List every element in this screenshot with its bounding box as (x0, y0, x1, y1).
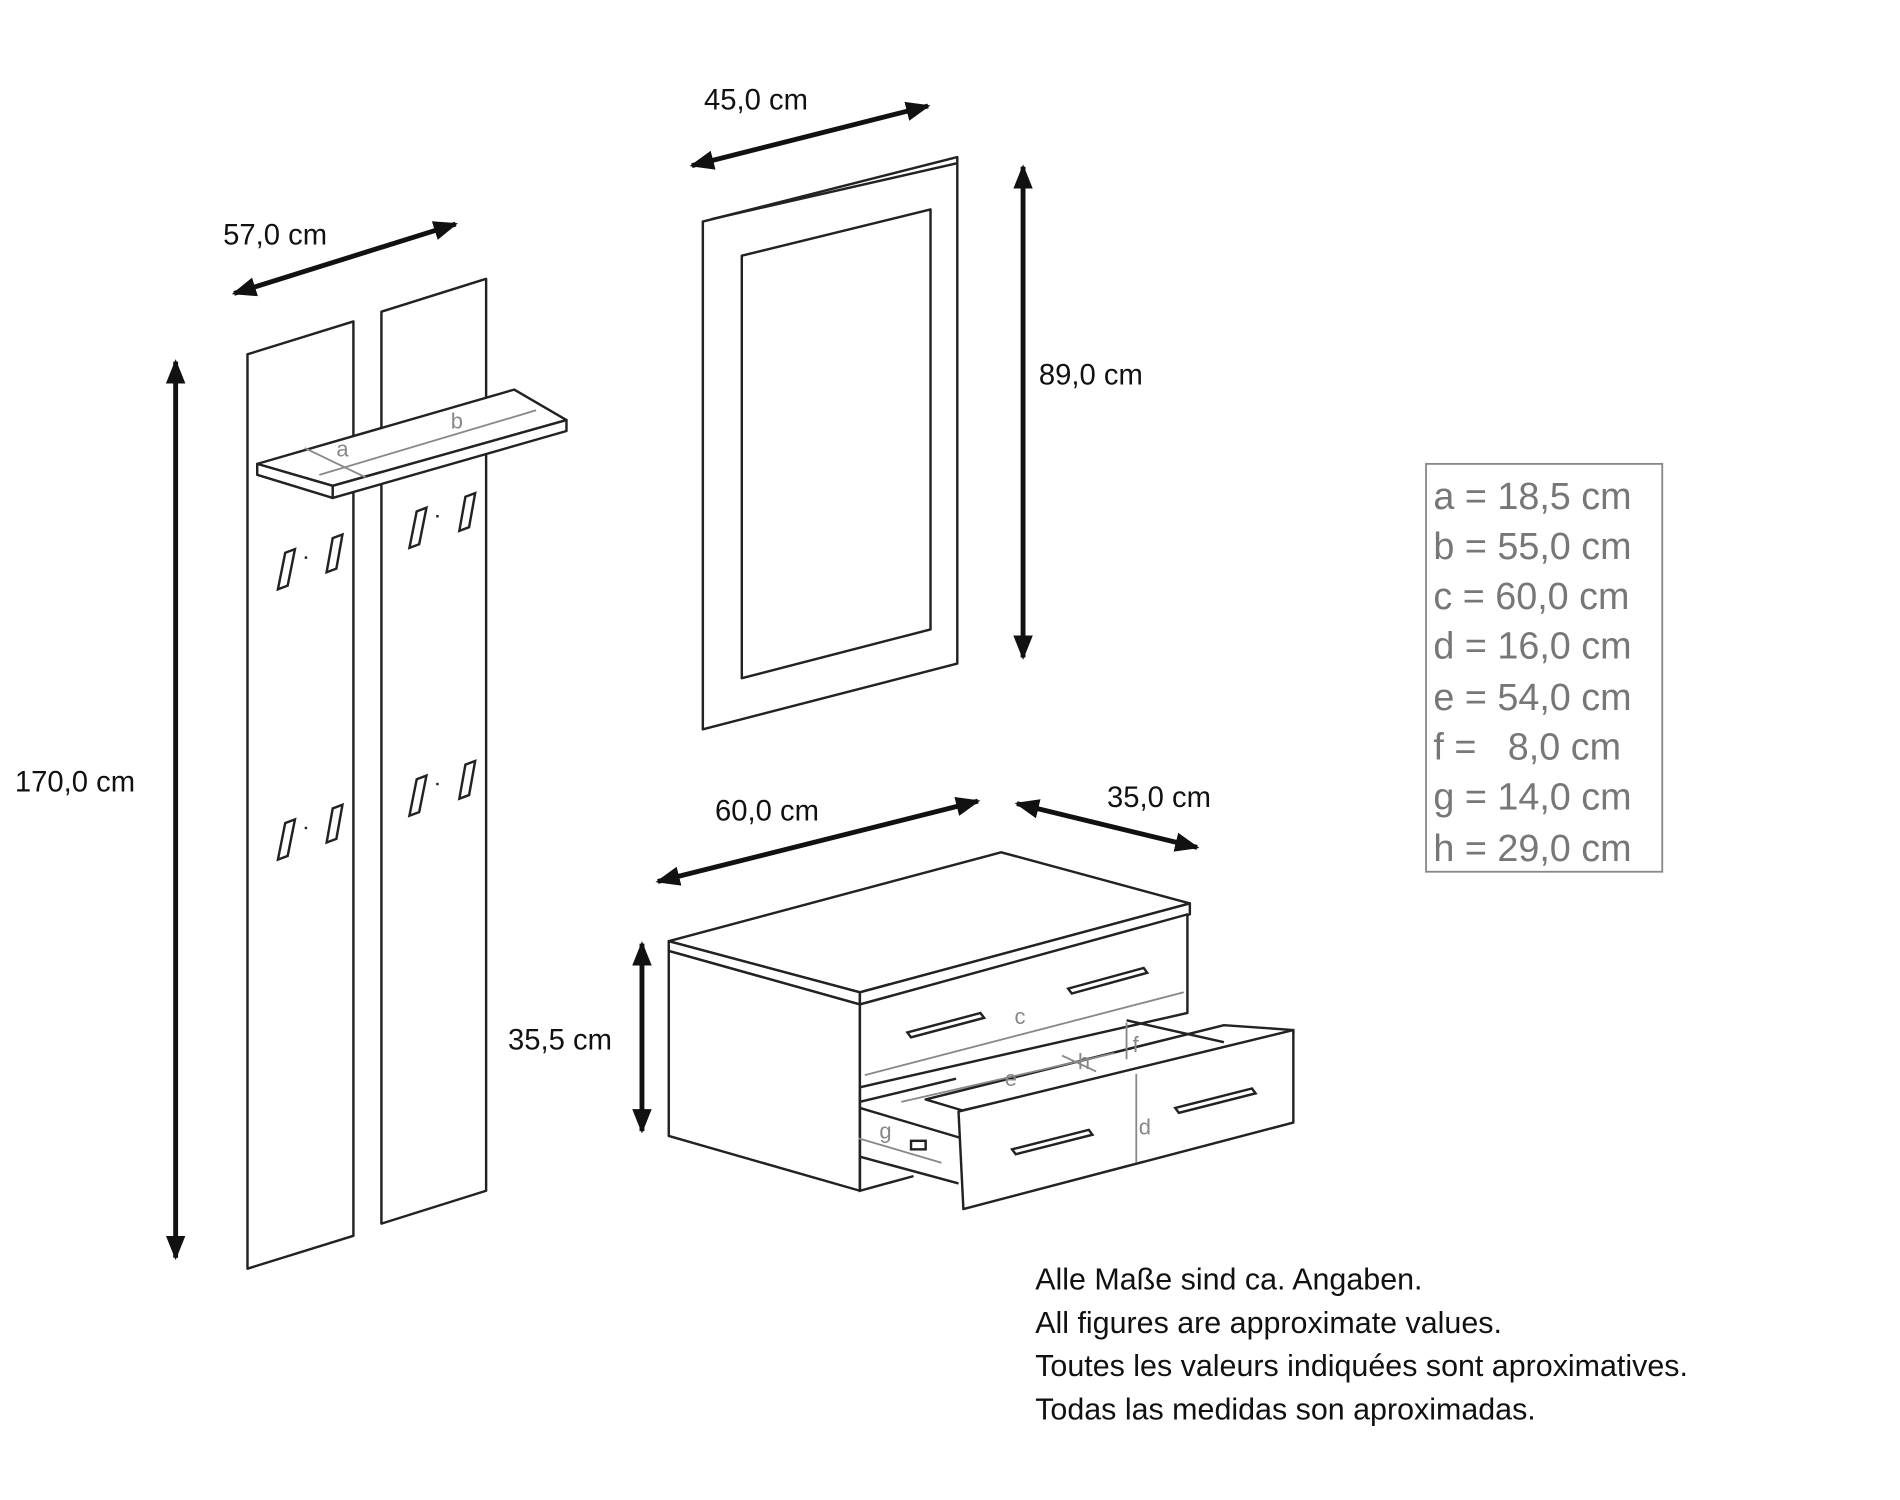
legend-item: e = 54,0 cm (1433, 676, 1631, 718)
measurement-legend: a = 18,5 cm b = 55,0 cm c = 60,0 cm d = … (1425, 462, 1664, 873)
cabinet-depth-label: 35,0 cm (1107, 782, 1211, 814)
shelf: a b (256, 388, 568, 500)
hooks (276, 491, 477, 862)
label-f: f (1133, 1032, 1140, 1057)
legend-item: g = 14,0 cm (1433, 776, 1631, 818)
label-g: g (879, 1118, 891, 1143)
coat-rack-width-label: 57,0 cm (223, 220, 327, 252)
label-d: d (1139, 1115, 1151, 1140)
coat-rack: a b 57,0 cm 170,0 cm (15, 220, 568, 1270)
legend-item: a = 18,5 cm (1433, 475, 1631, 517)
legend-item: c = 60,0 cm (1433, 575, 1629, 617)
note-line: Alle Maße sind ca. Angaben. (1035, 1262, 1422, 1296)
label-h: h (1078, 1049, 1090, 1074)
label-a: a (336, 437, 349, 462)
mirror-height-label: 89,0 cm (1039, 360, 1143, 392)
disclaimer-notes: Alle Maße sind ca. Angaben. All figures … (1035, 1262, 1688, 1426)
width-arrow (231, 221, 459, 297)
drawer-cabinet: c d e f g h 60,0 cm 35,0 cm 35,5 cm (508, 782, 1295, 1211)
mirror: 45,0 cm 89,0 cm (689, 85, 1143, 731)
label-e: e (1005, 1066, 1017, 1091)
note-line: All figures are approximate values. (1035, 1306, 1502, 1340)
legend-item: d = 16,0 cm (1433, 625, 1631, 667)
legend-item: b = 55,0 cm (1433, 525, 1631, 567)
mirror-width-label: 45,0 cm (704, 85, 808, 117)
legend-item: h = 29,0 cm (1433, 827, 1631, 869)
note-line: Todas las medidas son aproximadas. (1035, 1393, 1536, 1427)
cabinet-width-label: 60,0 cm (715, 796, 819, 828)
coat-rack-height-label: 170,0 cm (15, 766, 135, 798)
label-c: c (1015, 1004, 1026, 1029)
label-b: b (451, 409, 463, 434)
note-line: Toutes les valeurs indiquées sont aproxi… (1035, 1349, 1688, 1383)
coat-panel-left (246, 320, 355, 1270)
cabinet-height-label: 35,5 cm (508, 1025, 612, 1057)
legend-item: f = 8,0 cm (1433, 726, 1621, 768)
